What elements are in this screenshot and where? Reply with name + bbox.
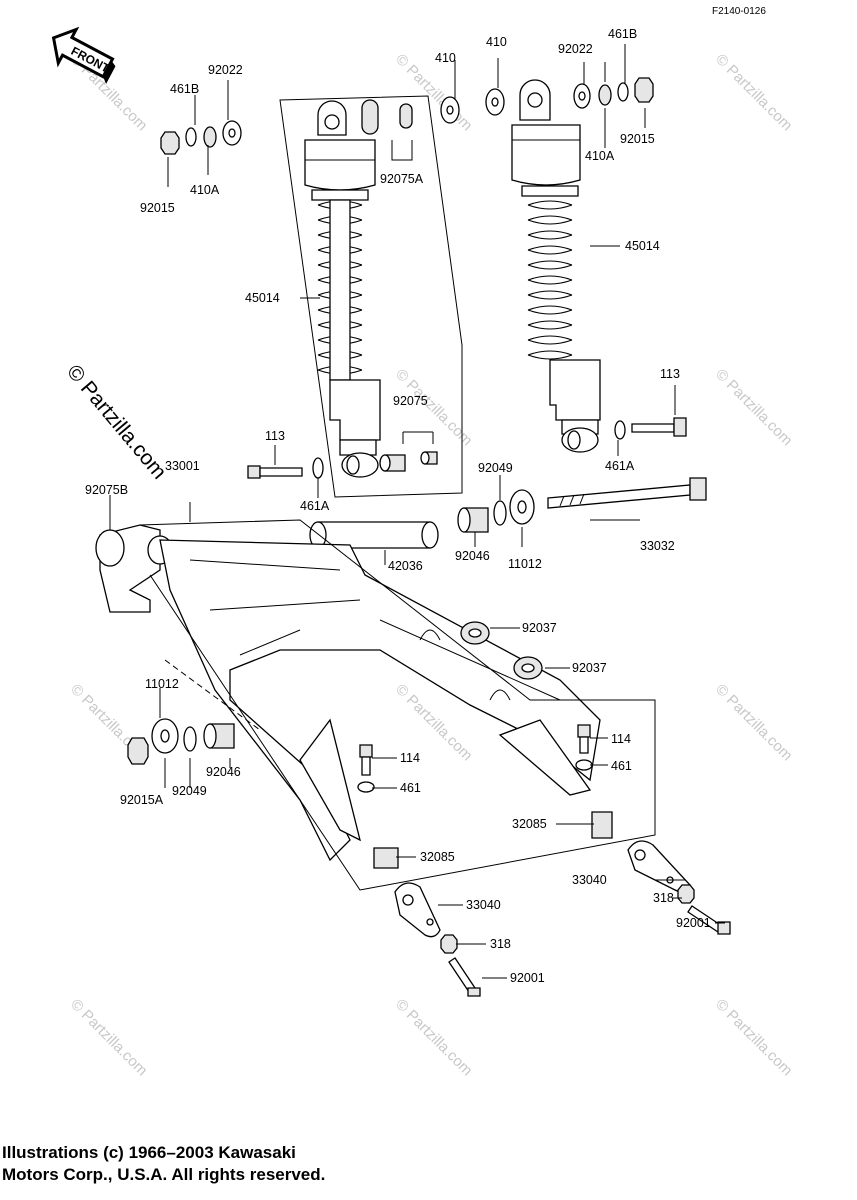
part-label: 92075A [380, 172, 424, 186]
right-top-hardware [440, 77, 654, 124]
part-label: 113 [265, 429, 285, 443]
watermark: © Partzilla.com [67, 996, 150, 1079]
part-label: 33001 [165, 459, 200, 473]
part-label: 92015A [120, 793, 164, 807]
part-label: 92037 [572, 661, 607, 675]
part-label: 92046 [455, 549, 490, 563]
part-label: 32085 [512, 817, 547, 831]
nuts-and-bolts-bottom [440, 884, 731, 997]
part-label: 33032 [640, 539, 675, 553]
part-label: 92075B [85, 483, 128, 497]
watermark: © Partzilla.com [712, 681, 795, 764]
part-label: 92046 [206, 765, 241, 779]
left-bolt-113 [247, 457, 324, 479]
watermark: © Partzilla.com [712, 51, 795, 134]
part-label: 113 [660, 367, 680, 381]
pivot-parts [309, 477, 707, 549]
part-label: 461 [611, 759, 632, 773]
part-label: 114 [611, 732, 631, 746]
watermark: © Partzilla.com [712, 996, 795, 1079]
right-bolt-113 [614, 417, 687, 440]
part-label: 33040 [466, 898, 501, 912]
figure-code: F2140-0126 [712, 6, 766, 17]
bolts-114 [357, 724, 593, 793]
part-labels: 92022 461B 92015 410A 410 410 92022 461B… [85, 27, 711, 985]
adjuster-32085 [373, 811, 613, 869]
copyright-line-2: Motors Corp., U.S.A. All rights reserved… [2, 1165, 326, 1184]
part-label: 11012 [508, 557, 542, 571]
part-label: 92001 [510, 971, 545, 985]
plates-33040 [394, 840, 691, 938]
part-label: 92022 [558, 42, 593, 56]
part-label: 92049 [172, 784, 207, 798]
part-label: 410 [435, 51, 456, 65]
part-label: 92037 [522, 621, 557, 635]
left-shock-absorber [304, 99, 438, 478]
part-label: 42036 [388, 559, 423, 573]
part-label: 318 [653, 891, 674, 905]
part-label: 461B [608, 27, 637, 41]
part-label: 92015 [140, 201, 175, 215]
part-label: 32085 [420, 850, 455, 864]
left-top-hardware [160, 120, 242, 155]
part-label: 92001 [676, 916, 711, 930]
part-label: 114 [400, 751, 420, 765]
watermark-main: © Partzilla.com [62, 360, 171, 483]
part-label: 410 [486, 35, 507, 49]
part-label: 45014 [625, 239, 660, 253]
swing-arm [95, 519, 656, 891]
left-pivot-hardware [127, 659, 261, 765]
part-label: 92022 [208, 63, 243, 77]
part-label: 461 [400, 781, 421, 795]
part-label: 461A [300, 499, 330, 513]
part-label: 461A [605, 459, 635, 473]
part-label: 318 [490, 937, 511, 951]
part-label: 45014 [245, 291, 280, 305]
part-label: 410A [585, 149, 615, 163]
part-label: 11012 [145, 677, 179, 691]
watermark: © Partzilla.com [392, 996, 475, 1079]
part-label: 92049 [478, 461, 513, 475]
copyright-notice: Illustrations (c) 1966–2003 Kawasaki Mot… [2, 1142, 325, 1186]
part-label: 33040 [572, 873, 607, 887]
part-label: 461B [170, 82, 199, 96]
part-label: 92075 [393, 394, 428, 408]
watermark: © Partzilla.com [712, 366, 795, 449]
part-label: 410A [190, 183, 220, 197]
right-shock-absorber [511, 79, 601, 453]
bushing-92037 [460, 621, 543, 680]
leader-lines [109, 44, 725, 979]
left-shock-outline [279, 95, 463, 498]
part-label: 92015 [620, 132, 655, 146]
copyright-line-1: Illustrations (c) 1966–2003 Kawasaki [2, 1143, 296, 1162]
